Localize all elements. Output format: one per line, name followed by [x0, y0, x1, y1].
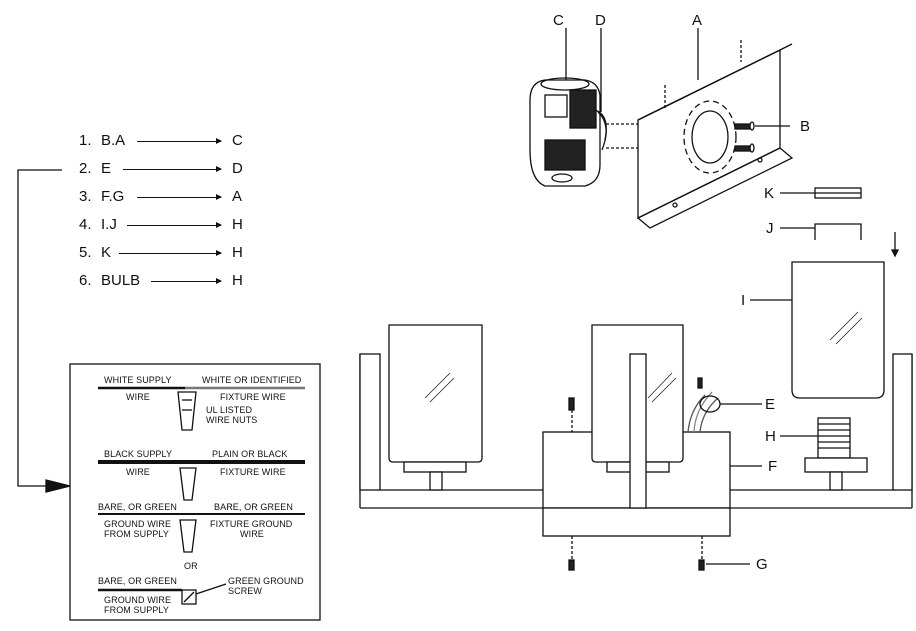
step-number: 1.	[79, 132, 92, 149]
center-shade	[591, 324, 684, 509]
step-source: I.J	[101, 216, 117, 233]
part-label-g: G	[756, 556, 768, 573]
step-target: A	[232, 188, 243, 205]
step-target: H	[232, 244, 243, 261]
arrow-icon	[127, 222, 222, 228]
arrow-icon	[123, 166, 222, 172]
part-label-a: A	[692, 12, 703, 29]
ground-fixture-label-2: FIXTURE GROUND	[210, 519, 293, 529]
black-supply-label: BLACK SUPPLY	[104, 449, 173, 459]
wire-nuts-label-2: WIRE NUTS	[206, 415, 258, 425]
step-source: BULB	[101, 272, 141, 289]
step-5: 5. K H	[79, 244, 243, 264]
step-source: E	[101, 160, 112, 177]
part-label-i: I	[741, 292, 746, 309]
part-label-k: K	[764, 185, 775, 202]
finial-k	[780, 187, 862, 199]
step-1: 1. B.A C	[79, 132, 243, 152]
mounting-plate	[636, 43, 794, 229]
white-supply-label-2: WIRE	[126, 392, 150, 402]
step-source: F.G	[101, 188, 125, 205]
ground-screw-label: GREEN GROUND	[228, 576, 304, 586]
ground2-supply-label-3: FROM SUPPLY	[104, 605, 169, 615]
step-target: D	[232, 160, 243, 177]
junction-box	[529, 77, 607, 187]
step-2-connector	[17, 169, 71, 493]
screws-b	[734, 121, 790, 153]
ground-screw-label-2: SCREW	[228, 586, 262, 596]
step-number: 2.	[79, 160, 92, 177]
arrow-icon	[137, 138, 222, 144]
wire-nuts-label: UL LISTED	[206, 405, 253, 415]
step-3: 3. F.G A	[79, 188, 242, 208]
part-label-b: B	[800, 118, 811, 135]
ground-supply-label-2: GROUND WIRE	[104, 519, 172, 529]
part-label-j: J	[766, 220, 774, 237]
part-label-c: C	[553, 12, 564, 29]
step-6: 6. BULB H	[79, 272, 243, 292]
step-number: 3.	[79, 188, 92, 205]
ground2-supply-label: BARE, OR GREEN	[98, 576, 177, 586]
step-number: 6.	[79, 272, 92, 289]
ground-supply-label-3: FROM SUPPLY	[104, 529, 169, 539]
glass-shade-i	[750, 261, 885, 399]
step-number: 4.	[79, 216, 92, 233]
screws-g	[568, 397, 750, 571]
part-label-h: H	[765, 428, 776, 445]
arrow-icon	[137, 194, 222, 200]
white-fixture-label: WHITE OR IDENTIFIED	[202, 375, 302, 385]
ground-fixture-label: BARE, OR GREEN	[214, 502, 293, 512]
arrow-icon	[151, 278, 222, 284]
step-number: 5.	[79, 244, 92, 261]
step-source: K	[101, 244, 112, 261]
ground2-supply-label-2: GROUND WIRE	[104, 595, 172, 605]
fixture-wires-e	[687, 377, 762, 433]
white-supply-label: WHITE SUPPLY	[104, 375, 172, 385]
or-label: OR	[184, 561, 198, 571]
part-label-d: D	[595, 12, 606, 29]
left-shade	[388, 324, 483, 491]
arrow-icon	[119, 250, 222, 256]
part-label-f: F	[768, 458, 778, 475]
step-target: H	[232, 216, 243, 233]
black-supply-label-2: WIRE	[126, 467, 150, 477]
step-target: C	[232, 132, 243, 149]
part-label-e: E	[765, 396, 776, 413]
black-fixture-label: PLAIN OR BLACK	[212, 449, 288, 459]
white-fixture-label-2: FIXTURE WIRE	[220, 392, 286, 402]
socket-h	[780, 417, 868, 491]
wiring-box	[69, 363, 321, 621]
black-fixture-label-2: FIXTURE WIRE	[220, 467, 286, 477]
step-2: 2. E D	[79, 160, 243, 180]
step-target: H	[232, 272, 243, 289]
step-source: B.A	[101, 132, 126, 149]
step-4: 4. I.J H	[79, 216, 243, 236]
ground-supply-label: BARE, OR GREEN	[98, 502, 177, 512]
ground-fixture-label-3: WIRE	[240, 529, 264, 539]
